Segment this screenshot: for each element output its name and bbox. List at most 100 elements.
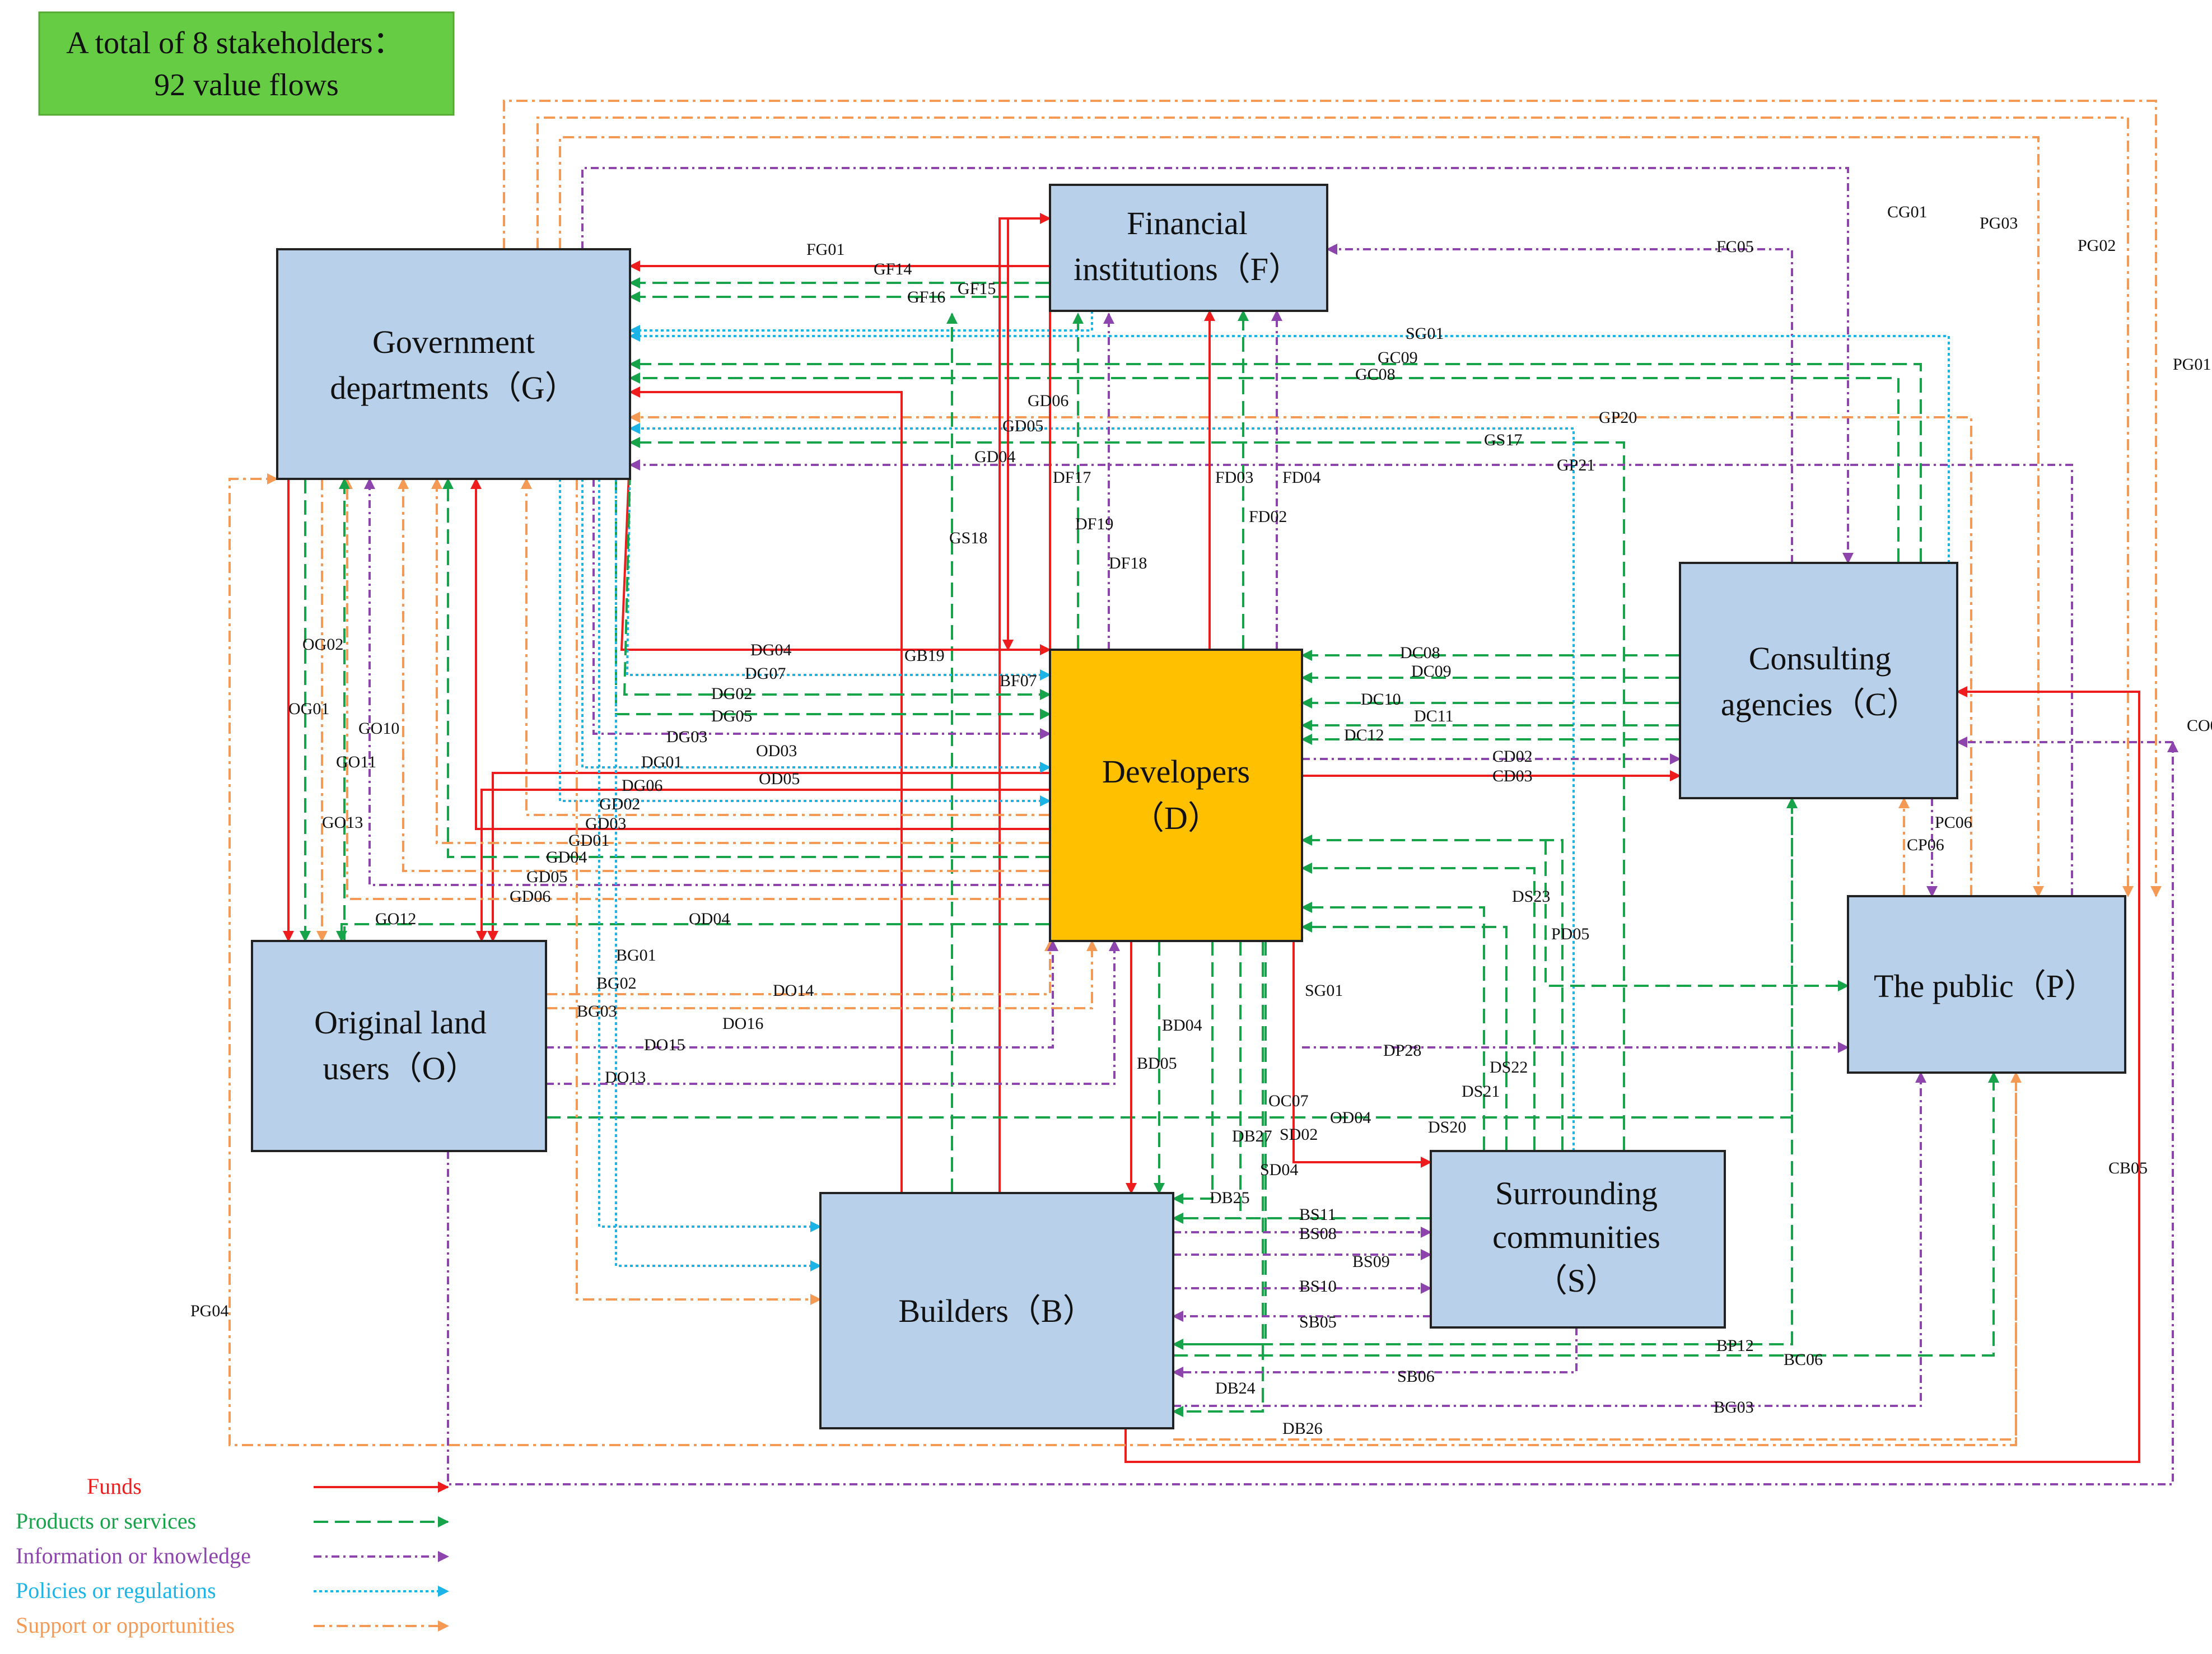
stakeholder-original-land-users[interactable]: Original land users（O）	[251, 940, 547, 1152]
builders-label-1: Builders（B）	[898, 1293, 1095, 1329]
flow-code-label: GO10	[358, 719, 399, 738]
flow-code-label: OC07	[1268, 1092, 1309, 1110]
government-label-2: departments（G）	[330, 370, 577, 406]
flow-line-policies	[581, 479, 1051, 773]
flow-code-label: CD02	[1492, 747, 1533, 766]
flow-code-label: DC09	[1411, 662, 1452, 681]
flow-code-label: GF14	[874, 260, 912, 278]
communities-label-3: （S）	[1535, 1262, 1618, 1299]
flow-code-label: PC06	[1935, 813, 1972, 832]
legend-label: Funds	[87, 1474, 142, 1499]
flow-code-label: DO13	[605, 1068, 646, 1087]
flow-code-label: GB19	[904, 646, 945, 665]
stakeholder-government[interactable]: Government departments（G）	[276, 248, 631, 480]
flow-line-products	[1172, 941, 1214, 1204]
flow-line-products	[1301, 921, 1508, 1151]
flow-code-label: DO15	[644, 1036, 685, 1054]
flow-line-products	[1172, 941, 1264, 1417]
flow-code-label: PG04	[190, 1302, 228, 1320]
flow-code-label: DS23	[1512, 887, 1550, 906]
flow-code-label: CG01	[1887, 203, 1928, 221]
flow-line-support	[228, 473, 2017, 1446]
flow-code-label: DG02	[711, 684, 752, 703]
flow-code-label: CD03	[1492, 767, 1533, 785]
legend-item-funds: Funds	[87, 1474, 449, 1499]
stakeholder-builders[interactable]: Builders（B）	[819, 1192, 1174, 1429]
summary-line-1: A total of 8 stakeholders：	[66, 26, 404, 60]
flow-line-support	[536, 117, 2134, 897]
stakeholder-financial[interactable]: Financial institutions（F）	[1049, 184, 1328, 312]
flow-code-label: DB27	[1232, 1127, 1272, 1145]
flow-line-policies	[629, 330, 1950, 563]
flow-line-products	[546, 797, 1798, 1119]
flow-code-label: GD04	[546, 848, 587, 866]
flow-code-label: CO04	[2187, 716, 2212, 735]
svg-text:Developers: Developers	[1102, 753, 1250, 790]
flow-code-label: GP21	[1557, 456, 1595, 474]
flow-code-label: BC06	[1784, 1350, 1823, 1369]
flow-code-label: BS10	[1299, 1277, 1337, 1296]
stakeholder-consulting[interactable]: Consulting agencies（C）	[1679, 562, 1958, 799]
original-land-users-label-2: users（O）	[323, 1050, 478, 1087]
flow-code-label: BP12	[1716, 1336, 1754, 1355]
legend-item-support: Support or opportunities	[16, 1613, 449, 1638]
flow-line-products	[1173, 1071, 1999, 1357]
flow-code-label: SD04	[1260, 1161, 1298, 1179]
flow-code-label: OD04	[1330, 1108, 1371, 1127]
flow-line-products	[442, 478, 1050, 858]
flow-code-label: DO14	[773, 981, 814, 1000]
flow-code-label: SG01	[1406, 324, 1444, 343]
flow-code-label: GC09	[1378, 348, 1418, 367]
flow-code-label: PG01	[2173, 355, 2211, 374]
flow-line-policies	[598, 479, 822, 1232]
legend-item-policies: Policies or regulations	[16, 1578, 449, 1603]
flow-code-label: GD06	[1028, 392, 1068, 410]
stakeholder-public[interactable]: The public（P）	[1847, 895, 2126, 1074]
flow-code-label: DG04	[750, 641, 791, 659]
flow-code-label: FD04	[1282, 468, 1320, 487]
flow-code-label: GD02	[599, 795, 640, 813]
flow-line-policies	[626, 459, 1051, 681]
flow-line-funds	[629, 386, 903, 1193]
public-label-1: The public（P）	[1874, 968, 2097, 1004]
svg-text:（S）: （S）	[1535, 1262, 1618, 1299]
flow-line-funds	[1124, 686, 2140, 1463]
stakeholder-developers[interactable]: Developers （D）	[1049, 649, 1303, 942]
flow-line-support	[503, 100, 2162, 897]
flow-line-support	[546, 940, 1056, 995]
flow-line-products	[1544, 840, 1849, 991]
consulting-label-1: Consulting	[1749, 640, 1892, 677]
flow-code-label: DG05	[711, 707, 752, 725]
flow-line-information	[1326, 244, 1793, 563]
flow-line-products	[1172, 941, 1267, 1350]
flow-code-label: DG07	[745, 664, 786, 683]
flow-code-label: GD05	[1002, 417, 1043, 435]
flow-code-label: DS21	[1462, 1082, 1500, 1101]
flow-line-products	[629, 372, 1900, 563]
flow-line-support	[629, 412, 1972, 896]
flow-code-label: GC08	[1355, 365, 1396, 384]
flow-code-label: FG01	[806, 240, 844, 259]
legend-label: Products or services	[16, 1508, 196, 1534]
stakeholder-surrounding-communities[interactable]: Surrounding communities （S）	[1430, 1150, 1726, 1329]
legend-item-information: Information or knowledge	[16, 1543, 449, 1568]
flow-code-label: DO16	[722, 1014, 763, 1033]
flow-line-support	[576, 479, 822, 1305]
svg-text:institutions（F）: institutions（F）	[1074, 251, 1301, 287]
government-label-1: Government	[372, 324, 535, 360]
flow-code-label: DS20	[1428, 1118, 1466, 1136]
flow-line-products	[629, 358, 1922, 563]
flow-code-label: DP28	[1383, 1041, 1421, 1060]
flow-line-information	[629, 459, 2073, 896]
svg-text:The public（P）: The public（P）	[1874, 968, 2097, 1004]
svg-text:users（O）: users（O）	[323, 1050, 478, 1087]
flow-code-label: FC05	[1716, 237, 1754, 256]
flow-code-label: FD03	[1215, 468, 1253, 487]
flow-line-support	[431, 478, 1050, 844]
flow-line-information	[1172, 1327, 1578, 1378]
flow-line-support	[521, 478, 1050, 816]
flow-code-label: DF17	[1053, 468, 1091, 487]
flow-code-label: GD03	[585, 814, 626, 833]
flow-line-information	[364, 478, 1050, 886]
